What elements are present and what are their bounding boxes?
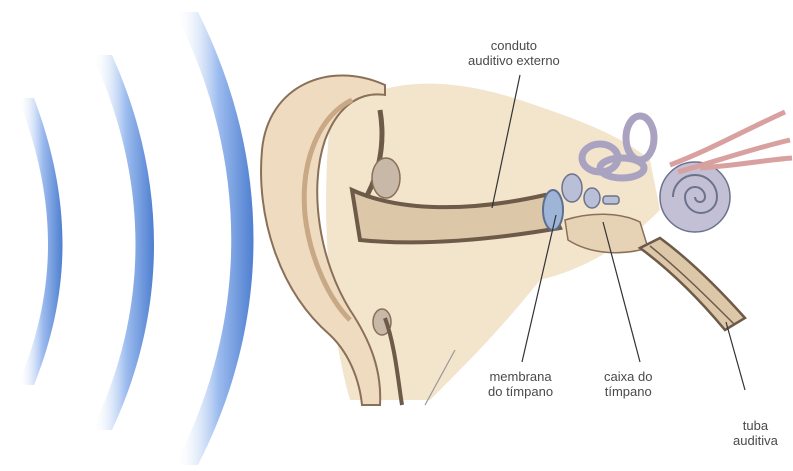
label-eardrum-line1: membrana bbox=[488, 369, 553, 384]
sound-wave-3 bbox=[175, 12, 254, 465]
label-eardrum-line2: do tímpano bbox=[488, 384, 553, 399]
tragus bbox=[372, 158, 400, 198]
eardrum bbox=[543, 190, 563, 230]
sound-wave-1 bbox=[18, 98, 63, 385]
leader-tube bbox=[726, 322, 745, 390]
cochlea bbox=[660, 162, 730, 232]
label-canal-line2: auditivo externo bbox=[468, 53, 560, 68]
label-tube-line2: auditiva bbox=[733, 433, 778, 448]
sound-waves bbox=[18, 12, 254, 465]
label-membrana-do-timpano: membrana do tímpano bbox=[488, 369, 553, 399]
label-cavity-line1: caixa do bbox=[604, 369, 652, 384]
label-conduto-auditivo-externo: conduto auditivo externo bbox=[468, 38, 560, 68]
label-tube-line1: tuba bbox=[733, 418, 778, 433]
label-caixa-do-timpano: caixa do tímpano bbox=[604, 369, 652, 399]
label-canal-line1: conduto bbox=[468, 38, 560, 53]
label-tuba-auditiva: tuba auditiva bbox=[733, 418, 778, 448]
sound-wave-2 bbox=[92, 55, 154, 430]
label-cavity-line2: tímpano bbox=[604, 384, 652, 399]
